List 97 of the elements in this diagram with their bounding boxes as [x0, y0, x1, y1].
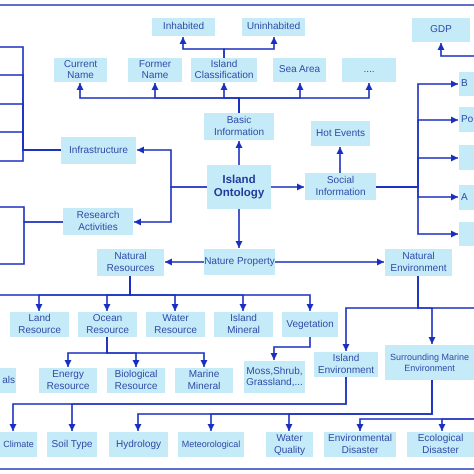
concept-box	[54, 58, 107, 82]
concept-box	[459, 145, 474, 170]
concept-box	[128, 58, 182, 82]
concept-label: Ocean Resource	[85, 313, 130, 336]
concept-box	[107, 368, 165, 393]
arrow	[336, 147, 344, 173]
concept-label: als	[2, 374, 15, 386]
concept-label: Nature Property	[204, 256, 275, 268]
concept-label: A	[461, 192, 468, 204]
arrow	[238, 83, 372, 113]
concept-label: Energy Resource	[46, 369, 90, 392]
concept-box	[282, 312, 338, 337]
concept-label: Marine Mineral	[186, 369, 222, 392]
concept-box	[178, 432, 244, 457]
concept-label: B	[461, 78, 468, 90]
arrow	[376, 186, 458, 238]
concept-label: Sea Area	[278, 64, 320, 76]
concept-box	[459, 185, 474, 210]
concept-label: Former Name	[138, 58, 172, 82]
arrow	[165, 258, 204, 266]
connector-line	[0, 276, 131, 296]
concept-box	[459, 222, 474, 246]
concept-label: Vegetation	[286, 318, 334, 330]
arrow	[271, 184, 304, 190]
concept-box	[0, 432, 37, 457]
concept-label: Research Activities	[76, 210, 120, 233]
connector-line	[0, 149, 61, 162]
concept-label: Water Resource	[153, 313, 198, 336]
arrow	[275, 258, 384, 266]
concept-box	[109, 432, 168, 457]
concept-box	[207, 165, 271, 209]
arrow	[106, 337, 208, 367]
arrow	[223, 37, 278, 58]
concept-box	[459, 107, 474, 132]
concept-label: Water Quality	[272, 433, 306, 456]
concept-box	[412, 18, 470, 42]
concept-label: Island Mineral	[226, 313, 261, 336]
arrow	[438, 418, 474, 431]
concept-label: Social Information	[314, 175, 367, 198]
concept-label: Land Resource	[17, 313, 62, 336]
concept-box	[204, 113, 274, 140]
concept-box	[63, 208, 133, 235]
concept-box	[385, 249, 452, 276]
arrow	[68, 377, 347, 431]
concept-label: Environmental Disaster	[327, 433, 393, 456]
concept-label: Po	[461, 114, 474, 126]
arrow	[438, 43, 474, 57]
concept-label: Moss,Shrub, Grassland,...	[245, 366, 304, 388]
concept-label: Natural Environment	[389, 251, 448, 274]
concept-label: Island Classification	[194, 58, 254, 82]
concept-box	[273, 58, 326, 82]
concept-box	[0, 368, 16, 393]
concept-box	[242, 18, 305, 36]
concept-label: Hydrology	[116, 438, 162, 450]
arrow	[134, 186, 207, 226]
concept-box	[459, 72, 474, 96]
arrow	[286, 380, 433, 431]
concept-box	[385, 345, 474, 380]
concept-box	[407, 432, 474, 457]
concept-label: Basic Information	[212, 115, 266, 138]
concept-box	[214, 312, 273, 337]
arrow	[236, 209, 242, 248]
concept-label: Natural Resources	[106, 251, 156, 274]
concept-label: Uninhabited	[246, 21, 300, 33]
concept-box	[10, 312, 69, 337]
concept-box	[342, 58, 396, 82]
concept-box	[78, 312, 137, 337]
concept-box	[146, 312, 205, 337]
concept-label: Ecological Disaster	[416, 433, 464, 456]
concept-box	[39, 368, 97, 393]
concept-label: Climate	[3, 439, 34, 450]
concept-box	[305, 173, 376, 200]
concept-label: Meteorological	[182, 439, 240, 450]
concept-label: ....	[363, 64, 375, 76]
arrow	[270, 337, 311, 360]
concept-box	[97, 249, 164, 276]
concept-box	[204, 249, 275, 275]
concept-label: Current Name	[62, 58, 98, 82]
concept-box	[47, 432, 97, 457]
arrow	[236, 141, 242, 165]
connector-line	[0, 221, 63, 265]
concept-label: Island Ontology	[212, 174, 266, 200]
concept-box	[244, 361, 305, 393]
concept-label: Island Environment	[316, 353, 376, 376]
concept-box	[152, 18, 215, 36]
concept-label: Surrounding Marine Environment	[388, 352, 470, 373]
concept-box	[266, 432, 313, 457]
concept-label: GDP	[430, 24, 452, 36]
concept-box	[311, 121, 370, 146]
connector-line	[417, 276, 474, 309]
concept-label: Hot Events	[316, 128, 365, 140]
concept-label: Infrastructure	[69, 144, 128, 156]
concept-label: Soil Type	[52, 438, 92, 450]
concept-label: Inhabited	[162, 21, 204, 33]
concept-box	[175, 368, 233, 393]
concept-box	[61, 137, 136, 164]
concept-label: Biological Resource	[114, 369, 158, 392]
